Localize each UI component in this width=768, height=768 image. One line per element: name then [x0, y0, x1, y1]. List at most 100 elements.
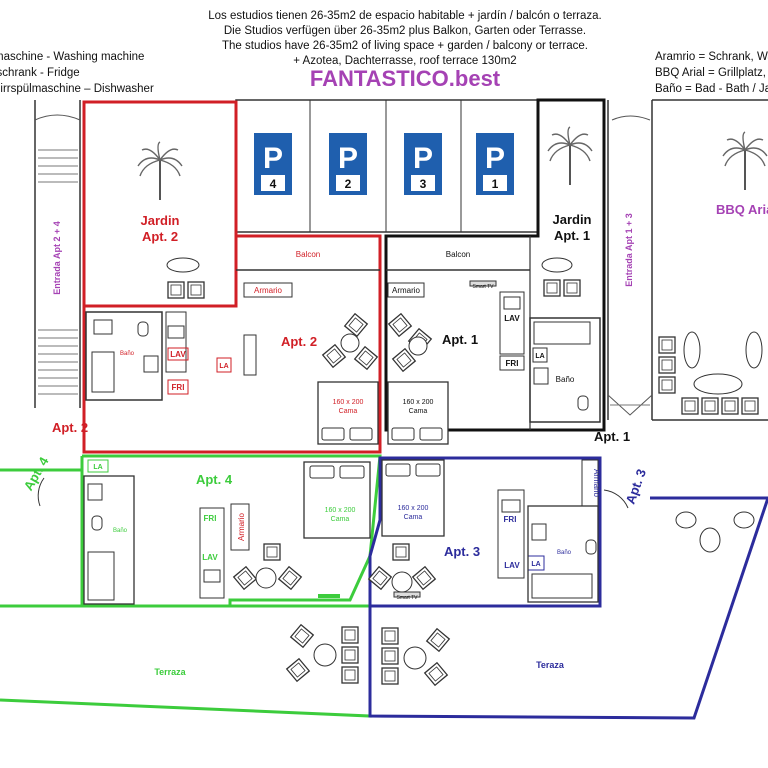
seating-apt-3 — [368, 543, 436, 593]
lav-label: LAV — [170, 350, 186, 359]
armario-label: Armario — [237, 512, 246, 541]
bathroom-apt-3 — [527, 505, 599, 603]
jardin-label: Jardin — [140, 213, 179, 228]
header-line: Los estudios tienen 26-35m2 de espacio h… — [208, 10, 602, 22]
parking-sign: P 2 — [329, 133, 367, 195]
bed-label: Cama — [409, 408, 428, 415]
entrance-label: Entrada Apt 2 + 4 — [52, 221, 62, 294]
bed-size: 160 x 200 — [403, 399, 434, 406]
parking-sign: P 1 — [476, 133, 514, 195]
seating-apt-2 — [322, 313, 378, 370]
door-label-apt-2: Apt. 2 — [52, 420, 88, 435]
parking-sign: P 4 — [254, 133, 292, 195]
jardin-label: Jardin — [552, 212, 591, 227]
armario — [243, 282, 293, 298]
armario-label: Armario — [592, 469, 601, 498]
bed-size: 160 x 200 — [325, 507, 356, 514]
tv-label: Smart TV — [396, 595, 418, 601]
legend-item: Aramrio = Schrank, Wa — [655, 51, 768, 63]
bed-size: 160 x 200 — [398, 505, 429, 512]
bed-apt-4: 160 x 200 Cama — [303, 461, 371, 539]
jardin-label: Apt. 1 — [554, 228, 590, 243]
parking-number: 2 — [345, 177, 352, 191]
seating-apt-1 — [388, 313, 432, 372]
armario — [230, 503, 250, 551]
parking-symbol: P — [338, 142, 358, 175]
legend-left: maschine - Washing machine lschrank - Fr… — [0, 50, 154, 98]
tv-label: Smart TV — [472, 284, 494, 290]
bed-apt-3: 160 x 200 Cama — [381, 459, 445, 537]
terrace-furniture-apt-4 — [286, 624, 359, 684]
bbq-label: BBQ Aria — [716, 202, 768, 217]
apt-label: Apt. 2 — [281, 334, 317, 349]
legend-item: BBQ Arial = Grillplatz, E — [655, 67, 768, 79]
terraza-apt-3 — [368, 496, 768, 720]
la-label: LA — [535, 353, 544, 360]
header-notes: Los estudios tienen 26-35m2 de espacio h… — [160, 9, 650, 69]
balcon-label: Balcon — [296, 250, 320, 259]
smart-tv — [393, 591, 421, 598]
bano-label: Baño — [113, 528, 128, 534]
terraza-apt-4 — [0, 604, 372, 718]
jardin-apt-2 — [82, 100, 238, 308]
fri-label: FRI — [504, 515, 517, 524]
bed-size: 160 x 200 — [333, 399, 364, 406]
apt-label: Apt. 1 — [442, 332, 478, 347]
la-label: LA — [93, 464, 102, 471]
smart-tv — [469, 280, 497, 287]
parking-symbol: P — [485, 142, 505, 175]
door-label-apt-1: Apt. 1 — [594, 429, 630, 444]
bathroom-apt-2 — [85, 311, 163, 401]
header-line: The studios have 26-35m2 of living space… — [222, 40, 588, 52]
parking-number: 1 — [492, 177, 499, 191]
apt-label: Apt. 4 — [196, 472, 233, 487]
la-label: LA — [219, 363, 228, 370]
bed-label: Cama — [404, 514, 423, 521]
legend-right: Aramrio = Schrank, Wa BBQ Arial = Grillp… — [655, 50, 768, 98]
jardin-label: Apt. 2 — [142, 229, 178, 244]
lav-label: LAV — [504, 314, 520, 323]
bano-label: Baño — [557, 550, 572, 556]
fri-label: FRI — [172, 383, 185, 392]
entrance-label: Entrada Apt 1 + 3 — [624, 213, 634, 286]
bathroom-apt-4 — [83, 475, 135, 605]
armario-label: Armario — [254, 286, 283, 295]
armario — [387, 282, 425, 298]
header-line: + Azotea, Dachterrasse, roof terrace 130… — [293, 55, 517, 67]
terrace-furniture-apt-3 — [381, 511, 755, 686]
legend-item: Baño = Bad - Bath / Ja — [655, 83, 768, 95]
bano-label: Baño — [120, 351, 135, 357]
bed-apt-1: 160 x 200 Cama — [387, 381, 449, 445]
lav-label: LAV — [504, 561, 520, 570]
lav-label: LAV — [202, 553, 218, 562]
bathroom-apt-1 — [529, 317, 601, 423]
bed-apt-2: 160 x 200 Cama — [317, 381, 379, 445]
fri-label: FRI — [204, 514, 217, 523]
bed-label: Cama — [339, 408, 358, 415]
parking-number: 4 — [270, 177, 277, 191]
legend-item: maschine - Washing machine — [0, 51, 145, 63]
seating-apt-4 — [233, 543, 302, 590]
bano-label: Baño — [556, 375, 575, 384]
bed-label: Cama — [331, 516, 350, 523]
parking-symbol: P — [413, 142, 433, 175]
legend-item: lschrank - Fridge — [0, 67, 80, 79]
bbq-area — [652, 99, 768, 421]
parking-symbol: P — [263, 142, 283, 175]
apt-label: Apt. 3 — [444, 544, 480, 559]
fri-label: FRI — [506, 359, 519, 368]
header-line: Die Studios verfügen über 26-35m2 plus B… — [223, 25, 587, 37]
teraza-label: Teraza — [536, 660, 565, 670]
armario-label: Armario — [392, 286, 421, 295]
parking-sign: P 3 — [404, 133, 442, 195]
legend-item: hirrspülmaschine – Dishwasher — [0, 83, 154, 95]
entrance-apt-2-4 — [34, 100, 81, 408]
la-label: LA — [531, 561, 540, 568]
brand-title: FANTASTICO.best — [309, 66, 501, 91]
door-label-apt-4: Apt. 4 — [21, 454, 52, 493]
terraza-label: Terraza — [154, 667, 186, 677]
apt-1-outline — [384, 98, 606, 432]
balcon-label: Balcon — [446, 250, 470, 259]
parking-number: 3 — [420, 177, 427, 191]
